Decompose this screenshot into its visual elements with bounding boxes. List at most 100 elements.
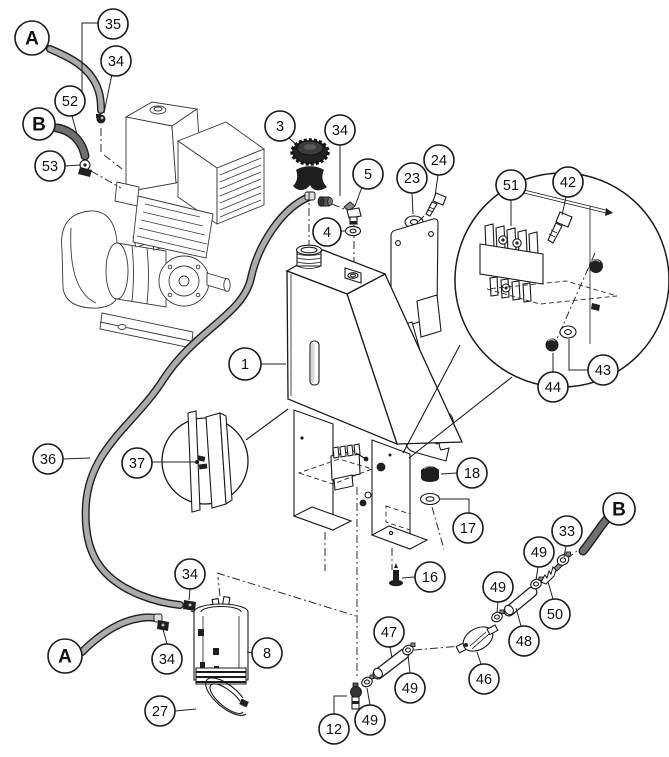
callout-1-balloon [228,347,262,381]
callout-49-balloon [394,672,426,704]
callout-47-label: 47 [381,625,397,641]
callout-50-balloon [539,598,571,630]
tank-sight-slot [309,340,320,386]
callout-B-balloon [602,492,636,526]
callout-44-label: 44 [545,380,561,396]
filler-cap-3 [290,138,330,166]
callout-34-leader [103,73,113,114]
callout-34-label: 34 [159,652,175,668]
filter-8 [193,596,249,685]
callout-34-balloon [174,558,206,590]
callout-5-leader [354,186,363,207]
plug-34 [317,196,333,207]
callout-37-label: 37 [129,456,145,472]
callout-47-leader [389,646,393,659]
callout-53-label: 53 [42,159,58,175]
long-rod [519,188,613,344]
elbow-fitting-5 [343,201,362,225]
fitting-53 [78,159,92,177]
dash-line-plug-elbow [331,203,345,210]
clamp-27 [205,677,249,716]
callout-3-label: 3 [276,119,284,135]
hose-52 [52,123,90,161]
callout-8-label: 8 [263,646,271,662]
fitting-34-bottom-left [157,620,169,631]
bolt-42 [547,211,573,244]
tank-1 [285,244,463,550]
callout-35-balloon [97,8,129,40]
tank-boss-fitting [344,267,362,284]
callout-42-balloon [552,166,584,198]
solenoid-terminals [332,443,361,459]
callout-51-balloon [495,169,527,201]
callout-44-balloon [537,371,569,403]
callout-50-leader [547,581,554,600]
hose-36 [81,191,316,609]
callout-48-leader [515,607,522,627]
dash-line-34-engine [100,128,123,170]
dash-line-33-hose [568,550,578,558]
callout-16-label: 16 [422,570,438,586]
terminal-block-51 [479,223,544,303]
tank-filler-neck [295,244,323,269]
tube-47 [372,648,410,680]
callout-24-label: 24 [431,153,447,169]
callout-A-label: A [58,647,72,668]
solenoid-block [297,443,374,507]
cap-gasket [293,166,327,191]
callout-27-leader [174,708,197,712]
callout-24-leader [434,174,439,197]
callout-53-leader [64,164,81,167]
callout-34-label: 34 [332,123,348,139]
callout-46-balloon [468,663,500,695]
washer-43 [559,325,577,339]
cap-nut-18 [421,465,439,482]
callout-18-label: 18 [464,466,480,482]
callout-34-label: 34 [108,54,124,70]
callout-3-balloon [264,110,296,142]
callout-33-label: 33 [559,524,575,540]
callout-34-balloon [100,45,132,77]
knob [589,259,603,273]
callout-27-label: 27 [152,704,168,720]
fitting-34-top [96,114,106,124]
hose-36-end-fitting [304,191,316,201]
callout-52-balloon [54,85,86,117]
callout-36-label: 36 [40,452,56,468]
dash-line-49-46 [413,645,462,651]
callout-A-balloon [47,638,83,674]
cylinder-fin-lines [136,203,208,253]
callout-49-balloon [354,704,386,736]
clamp-49-4 [530,576,544,590]
callout-A-label: A [25,29,39,50]
callout-49-label: 49 [402,681,418,697]
callout-35-leader [81,22,98,107]
callout-52-leader [71,115,78,135]
inset-37 [161,408,289,513]
callout-51-label: 51 [503,178,519,194]
callout-49-leader [366,687,371,706]
clamp-49-1 [361,674,375,688]
callout-5-label: 5 [364,167,372,183]
washer-4 [344,225,362,237]
callout-4-label: 4 [323,225,331,241]
callout-34-balloon [151,643,183,675]
callout-12-label: 12 [326,722,342,738]
callout-43-leader [568,339,588,371]
callout-34-leader [162,628,168,645]
small-nut [591,303,600,311]
dash-line-inset [555,252,596,342]
callout-34-balloon [324,114,356,146]
callout-A-balloon [14,20,50,56]
callout-B-balloon [22,107,56,141]
callout-1-label: 1 [241,357,249,373]
callout-17-balloon [452,512,484,544]
callout-36-balloon [32,443,64,475]
callout-49-balloon [482,571,514,603]
air-cleaner-louver-lines [219,157,262,218]
tank-left-leg [292,409,353,531]
dash-line-53-engine [90,170,122,189]
callout-18-balloon [456,457,488,489]
